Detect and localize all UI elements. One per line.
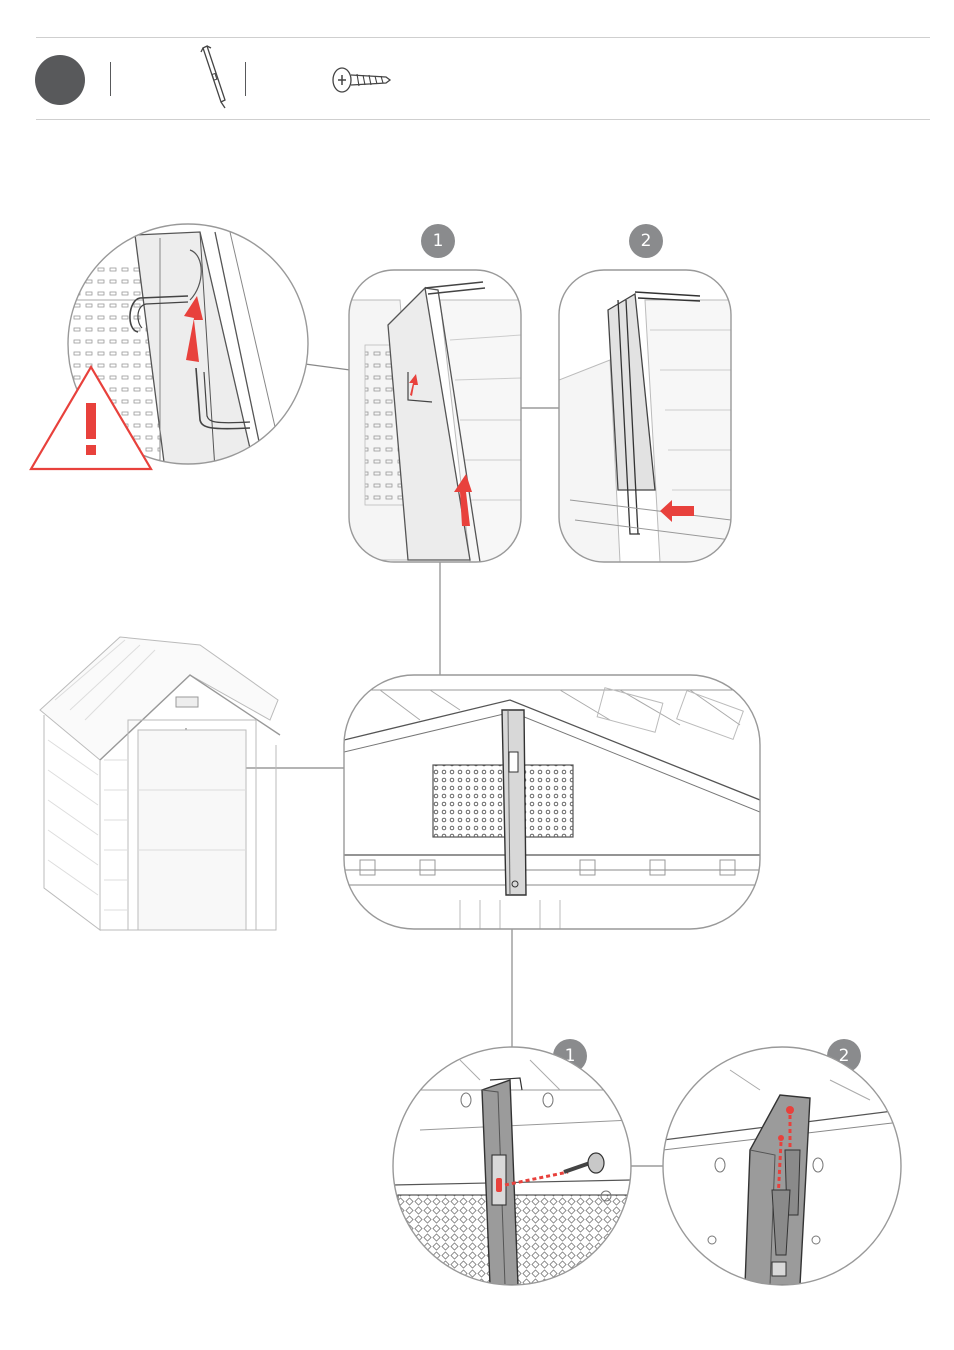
- detail-screw-step-2: [663, 1047, 901, 1285]
- detail-step-1-panel: [349, 270, 521, 562]
- detail-gable-panel: [344, 675, 760, 929]
- detail-screw-step-1: [393, 1047, 631, 1285]
- shed-illustration: [40, 637, 280, 930]
- detail-step-2-panel: [559, 270, 731, 562]
